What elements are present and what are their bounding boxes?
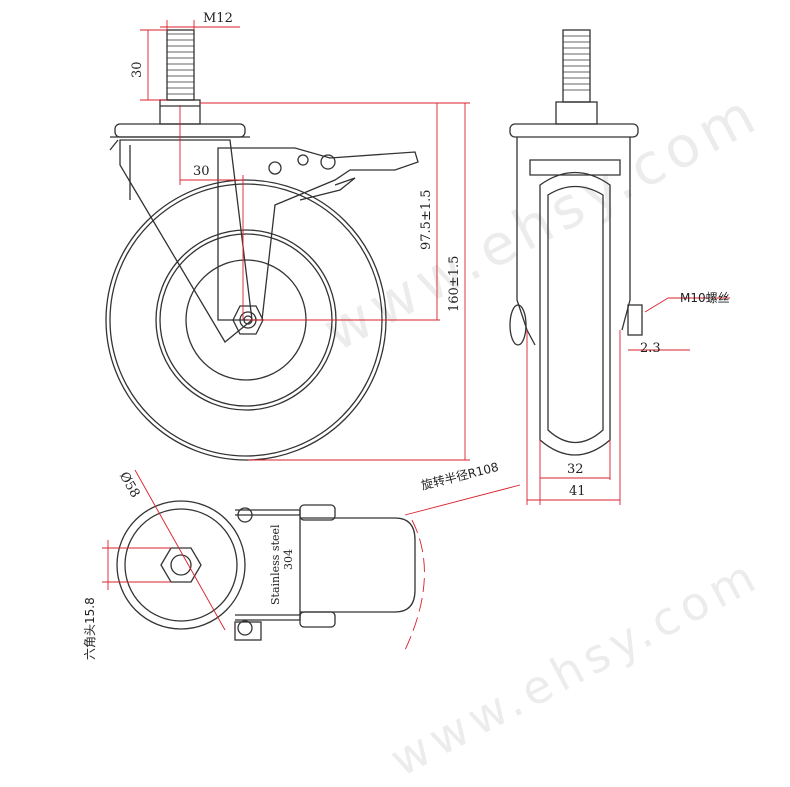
side-wheel (539, 172, 611, 456)
dim-bolt: M10螺丝 (680, 291, 730, 305)
dim-offset: 30 (193, 164, 210, 179)
dim-tread-width: 32 (567, 462, 584, 477)
fork-body (235, 509, 301, 621)
dim-wheel-width: 41 (569, 484, 586, 499)
dim-brake-height: 97.5±1.5 (419, 189, 434, 250)
dim-total-height: 160±1.5 (447, 255, 462, 312)
dim-gap: 2.3 (640, 341, 661, 356)
front-view (105, 29, 419, 461)
dim-thread-length: 30 (130, 61, 145, 78)
brake-pedal (300, 517, 416, 613)
dim-thread-size: M12 (203, 11, 233, 26)
top-view (116, 500, 416, 641)
material-label: Stainless steel (269, 524, 282, 605)
threaded-stud (166, 29, 195, 101)
side-view (509, 29, 643, 456)
caster-technical-drawing (102, 20, 730, 651)
dim-hex-head: 六角头15.8 (83, 597, 97, 660)
plate-circle (116, 500, 246, 630)
material-grade: 304 (282, 549, 295, 570)
